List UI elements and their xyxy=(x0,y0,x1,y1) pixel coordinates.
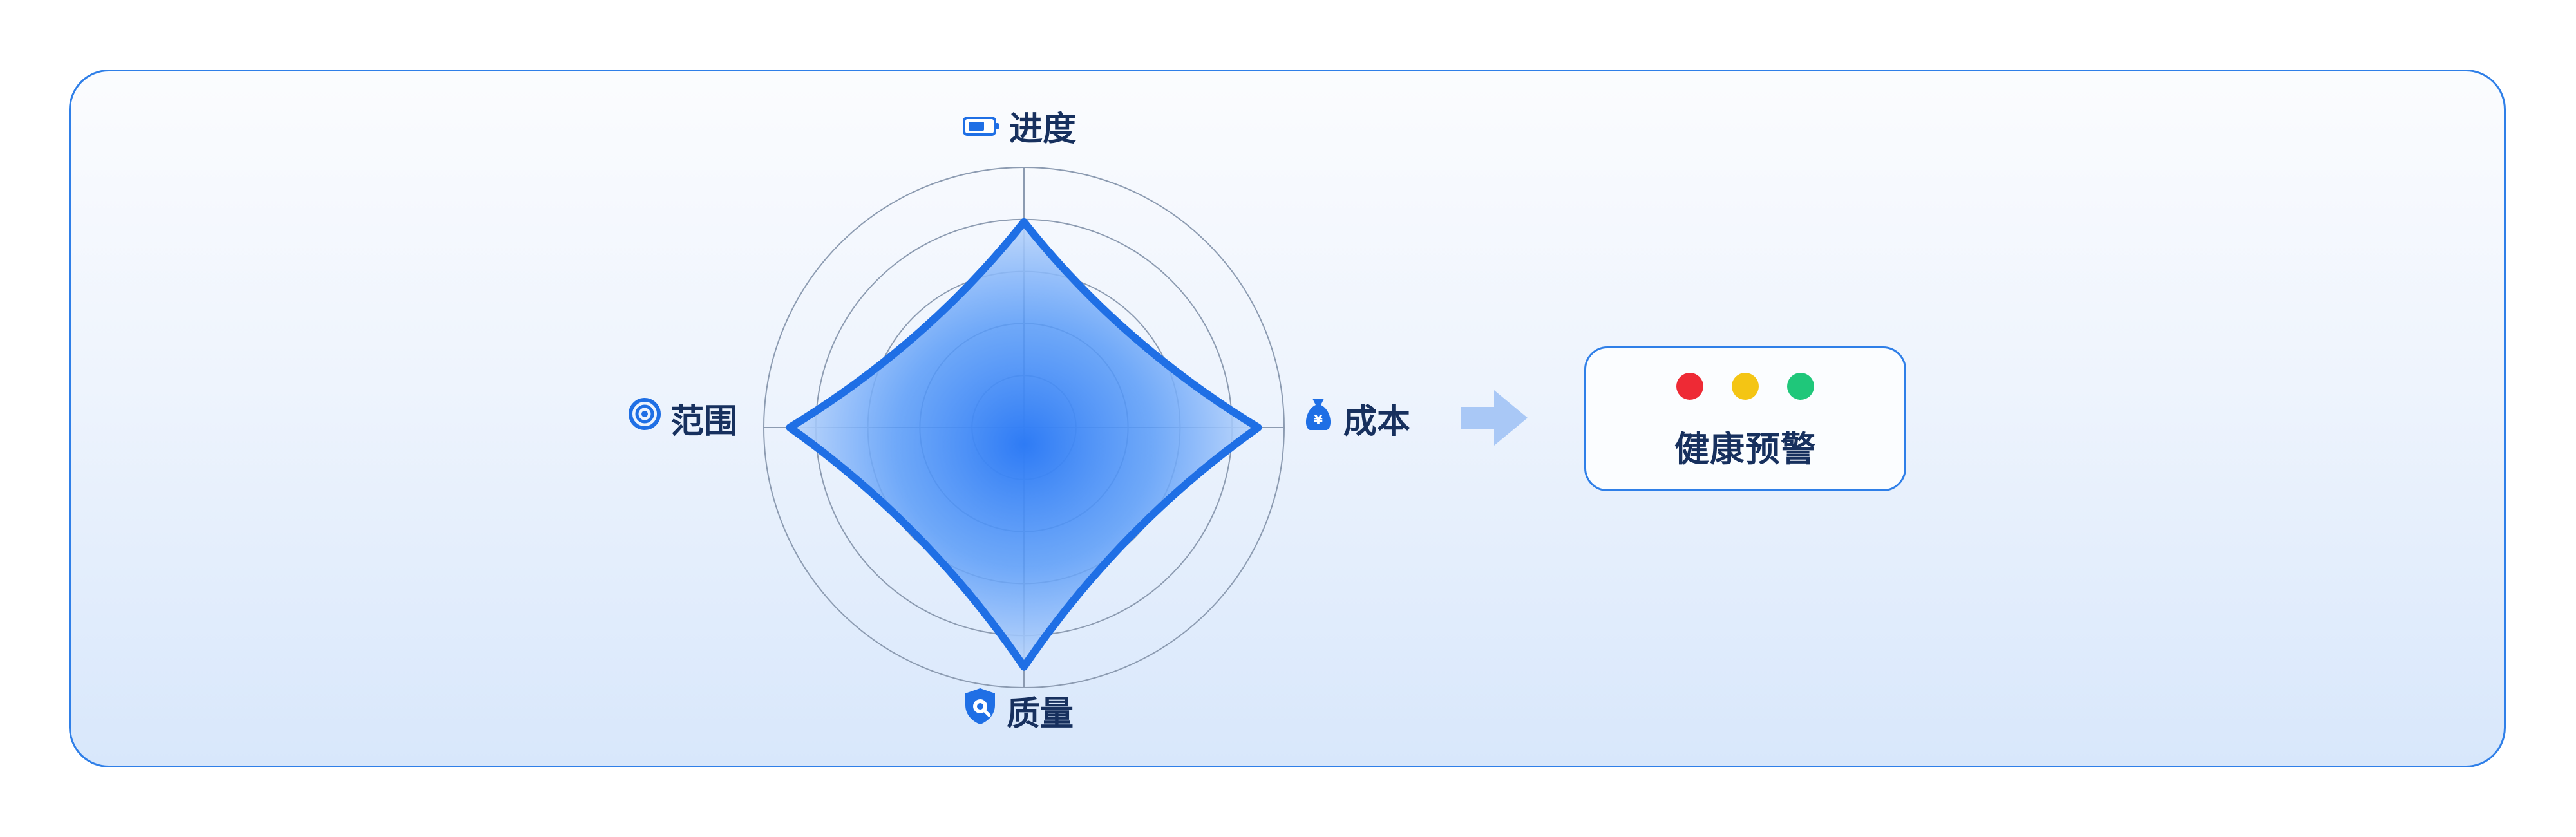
target-icon xyxy=(628,397,661,439)
arrow-right-icon xyxy=(1461,390,1528,446)
diagram-panel xyxy=(69,70,2506,767)
radar-shape xyxy=(786,218,1262,671)
status-light-yellow xyxy=(1732,373,1759,400)
shield-check-icon xyxy=(963,687,998,734)
axis-label-text: 质量 xyxy=(1007,695,1074,733)
status-light-green xyxy=(1787,373,1814,400)
axis-label-text: 成本 xyxy=(1343,402,1411,441)
health-warning-label: 健康预警 xyxy=(1674,429,1816,469)
battery-icon xyxy=(963,107,1000,146)
health-warning-card: 健康预警 xyxy=(1584,346,1906,491)
axis-label-progress: 进度 xyxy=(963,102,1076,150)
status-light-red xyxy=(1676,373,1703,400)
money-bag-yen-icon: ¥ xyxy=(1302,396,1334,440)
axis-label-cost: ¥ 成本 xyxy=(1302,394,1410,442)
svg-text:¥: ¥ xyxy=(1314,412,1323,428)
axis-label-quality: 质量 xyxy=(963,686,1074,735)
axis-label-scope: 范围 xyxy=(628,394,737,442)
axis-label-text: 进度 xyxy=(1009,110,1077,149)
axis-label-text: 范围 xyxy=(670,402,738,441)
